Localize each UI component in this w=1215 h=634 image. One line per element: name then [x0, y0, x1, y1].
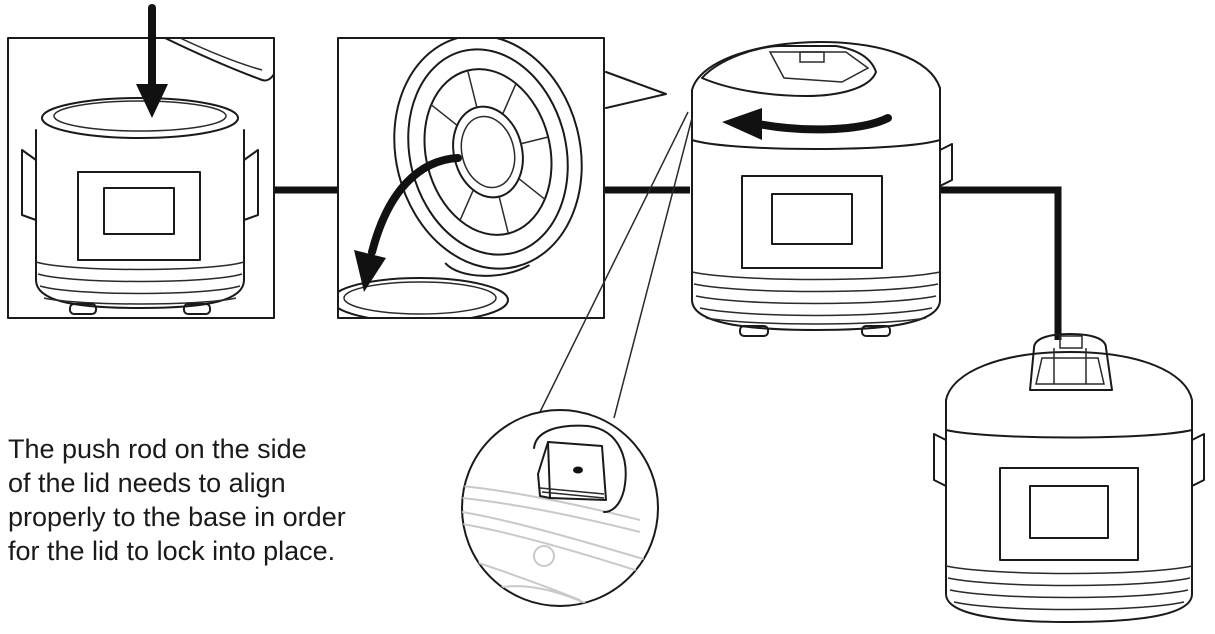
instruction-line-1: The push rod on the side: [8, 432, 448, 466]
curved-down-arrow-icon: [354, 158, 458, 292]
step-4-cooker: [934, 334, 1204, 622]
pointer-triangle: [606, 72, 666, 108]
step-2-panel: [332, 15, 607, 322]
lid-underside-illustration: [370, 15, 607, 293]
zoom-callout-lines: [540, 112, 692, 418]
instruction-line-3: properly to the base in order: [8, 500, 448, 534]
step-1-panel: [8, 8, 278, 318]
cooker-base-illustration: [22, 98, 258, 314]
push-rod-zoom-detail: [462, 410, 660, 610]
step-3-cooker: [692, 42, 952, 336]
rotate-left-arrow-icon: [722, 108, 888, 140]
instruction-line-2: of the lid needs to align: [8, 466, 448, 500]
instruction-line-4: for the lid to lock into place.: [8, 534, 448, 568]
push-rod-instruction-text: The push rod on the side of the lid need…: [8, 432, 448, 568]
